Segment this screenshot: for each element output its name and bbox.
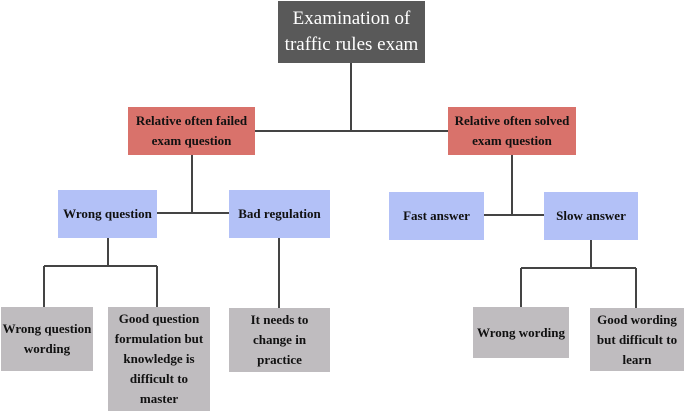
root-label: Examination of traffic rules exam [284, 8, 419, 55]
good-formulation-label: Good question formulation but knowledge … [114, 311, 204, 406]
change-in-practice-node: It needs to change in practice [229, 308, 330, 372]
fast-answer-label: Fast answer [403, 208, 470, 223]
slow-answer-node: Slow answer [544, 192, 638, 240]
solved-question-node: Relative often solved exam question [448, 107, 576, 155]
wrong-wording-label: Wrong wording [476, 324, 565, 340]
failed-question-label: Relative often failed exam question [135, 113, 248, 148]
good-formulation-node: Good question formulation but knowledge … [108, 307, 210, 411]
fast-answer-node: Fast answer [389, 192, 484, 240]
failed-question-node: Relative often failed exam question [128, 107, 255, 155]
bad-regulation-node: Bad regulation [229, 190, 330, 238]
bad-regulation-label: Bad regulation [238, 206, 321, 221]
good-wording-node: Good wording but difficult to learn [590, 308, 684, 371]
slow-answer-label: Slow answer [556, 208, 626, 223]
change-in-practice-label: It needs to change in practice [250, 312, 309, 367]
good-wording-label: Good wording but difficult to learn [596, 311, 678, 367]
root-node: Examination of traffic rules exam [278, 1, 425, 63]
solved-question-label: Relative often solved exam question [454, 113, 570, 148]
wrong-question-label: Wrong question [63, 206, 152, 221]
wrong-question-wording-node: Wrong question wording [1, 307, 93, 371]
wrong-wording-node: Wrong wording [473, 307, 569, 358]
wrong-question-node: Wrong question [58, 190, 157, 238]
wrong-question-wording-label: Wrong question wording [2, 321, 92, 356]
